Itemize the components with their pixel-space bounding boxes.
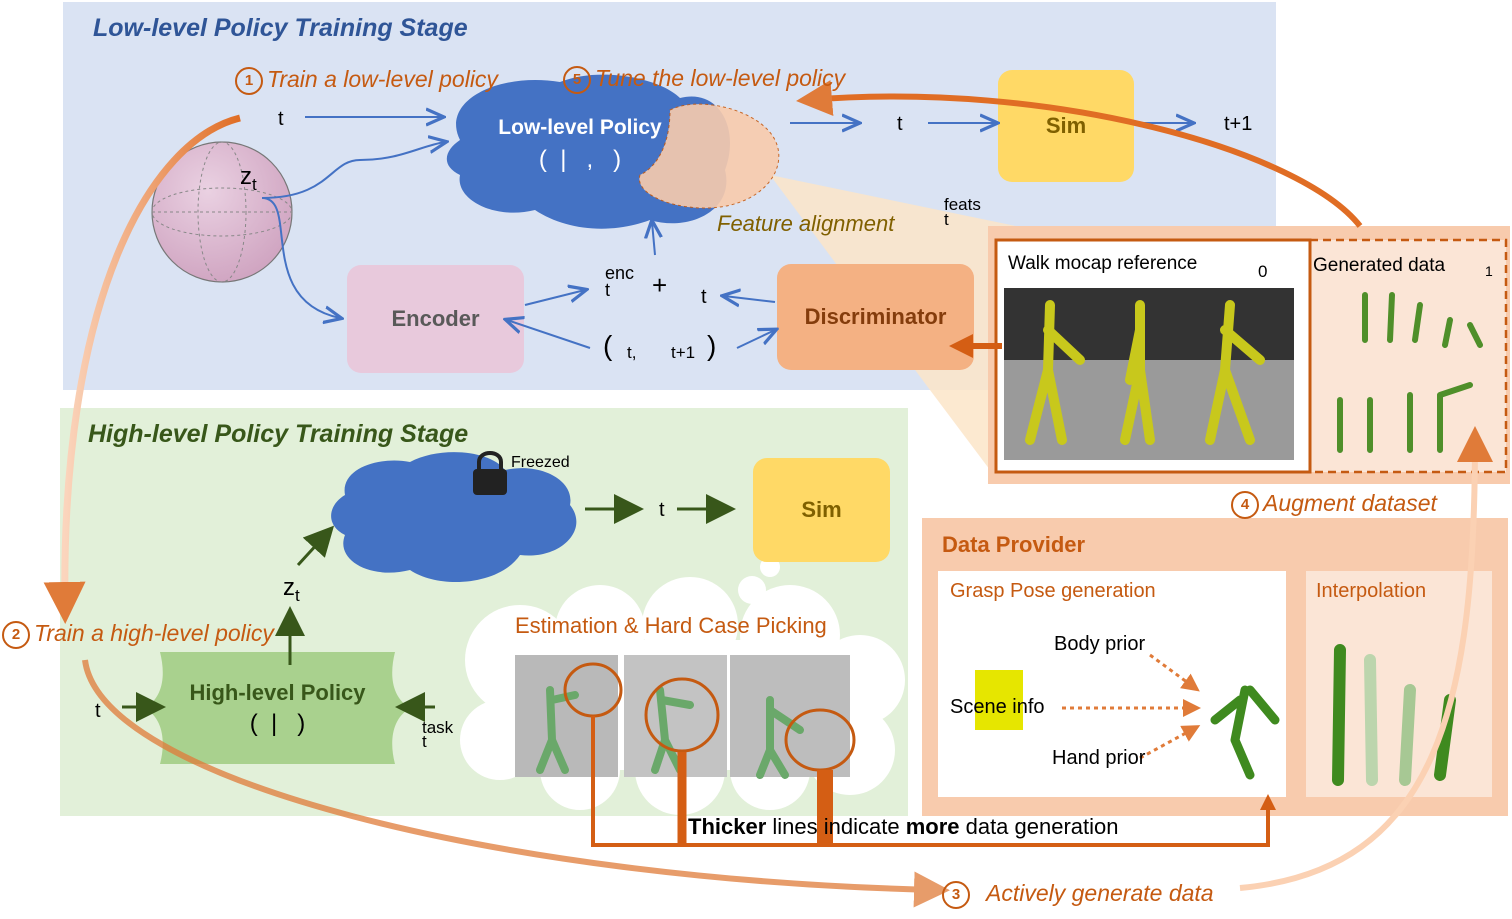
interpolation-title: Interpolation <box>1316 580 1427 602</box>
high-t-input: t <box>95 700 101 722</box>
hand-prior-label: Hand prior <box>1052 747 1146 769</box>
step-3-number: 3 <box>942 880 970 909</box>
t-mid-label: t <box>659 499 665 521</box>
pair-t1: t+1 <box>671 343 696 362</box>
thickness-caption: Thicker lines indicate more data generat… <box>688 814 1119 840</box>
discriminator-label: Discriminator <box>804 304 947 329</box>
enc-sub: t <box>605 280 611 300</box>
walk-mocap-label: Walk mocap reference <box>1008 253 1198 274</box>
pair-t: t, <box>627 343 637 362</box>
step-4-label: Augment dataset <box>1263 490 1437 516</box>
sim-high-label: Sim <box>801 497 842 522</box>
high-level-policy-box <box>145 652 410 764</box>
t-next-label: t+1 <box>1224 113 1253 135</box>
task-sup: task <box>422 718 454 737</box>
frozen-policy-cloud <box>331 452 577 582</box>
grasp-humanoid <box>1210 685 1280 780</box>
freezed-label: Freezed <box>511 454 570 471</box>
caption-bold-1: Thicker <box>688 814 767 839</box>
snapshot-humanoids <box>536 686 804 779</box>
step-3-label: Actively generate data <box>986 880 1214 906</box>
step-2-label: Train a high-level policy <box>34 620 274 646</box>
encoder-box <box>347 265 524 373</box>
data-generation-lines <box>591 716 1276 847</box>
step-5-number: 5 <box>563 65 591 94</box>
grasp-pose-title: Grasp Pose generation <box>950 580 1156 602</box>
step-5-label: Tune the low-level policy <box>595 65 846 91</box>
caption-bold-2: more <box>905 814 960 839</box>
data-provider-title: Data Provider <box>942 532 1086 557</box>
high-policy-title: High-level Policy <box>189 680 366 705</box>
low-stage-title: Low-level Policy Training Stage <box>93 14 468 42</box>
step-1-number: 1 <box>235 66 263 95</box>
sim-low-label: Sim <box>1045 113 1087 138</box>
generated-data-index: 1 <box>1485 263 1493 279</box>
step-3: 3 Actively generate data <box>942 880 1214 909</box>
high-latent-label: zt <box>283 574 300 606</box>
high-policy-args: ( | ) <box>249 710 306 737</box>
plus-sign: + <box>652 270 668 300</box>
t-output-label: t <box>897 113 903 135</box>
workflow-arrows <box>43 80 1493 908</box>
lock-icon <box>473 451 507 495</box>
latent-z-sub: t <box>252 174 257 194</box>
high-level-arrows <box>122 494 736 722</box>
low-level-arrows <box>261 117 1192 349</box>
low-policy-title: Low-level Policy <box>498 116 662 139</box>
step-4-number: 4 <box>1231 490 1259 519</box>
generated-data-label: Generated data <box>1313 255 1446 276</box>
high-stage-title: High-level Policy Training Stage <box>88 420 469 448</box>
high-latent-sub: t <box>295 585 300 605</box>
pair-open: ( <box>603 330 613 361</box>
enc-sup: enc <box>605 263 635 283</box>
scene-cube <box>975 670 1023 730</box>
generated-humanoids <box>1337 292 1483 453</box>
latent-z-label: zt <box>240 163 257 195</box>
walk-humanoids <box>1025 300 1265 445</box>
latent-z-symbol: z <box>240 163 252 190</box>
task-sub: t <box>422 732 427 751</box>
high-latent-symbol: z <box>283 574 295 601</box>
low-policy-args: ( | , ) <box>538 146 622 173</box>
pair-close: ) <box>707 330 717 361</box>
feature-alignment-label: Feature alignment <box>717 211 895 236</box>
tuned-region <box>638 103 780 209</box>
scene-info-label: Scene info <box>950 696 1045 718</box>
discriminator-box <box>777 264 974 370</box>
body-prior-label: Body prior <box>1054 633 1146 655</box>
caption-mid: lines indicate <box>766 814 906 839</box>
feats-sup: feats <box>944 195 981 214</box>
sim-box-high <box>753 458 890 562</box>
encoder-label: Encoder <box>391 306 480 331</box>
snapshot-3 <box>730 655 850 777</box>
walk-mocap-index: 0 <box>1258 262 1268 281</box>
latent-sphere <box>151 141 293 283</box>
t-input-label: t <box>278 108 284 130</box>
estimation-title: Estimation & Hard Case Picking <box>515 613 827 638</box>
sim-box-low <box>998 70 1134 182</box>
step-1-label: Train a low-level policy <box>267 66 498 92</box>
feats-sub: t <box>944 210 949 229</box>
prior-arrows <box>1062 653 1201 760</box>
plus-t-label: t <box>701 286 707 308</box>
caption-end: data generation <box>959 814 1119 839</box>
step-2-number: 2 <box>2 620 30 649</box>
